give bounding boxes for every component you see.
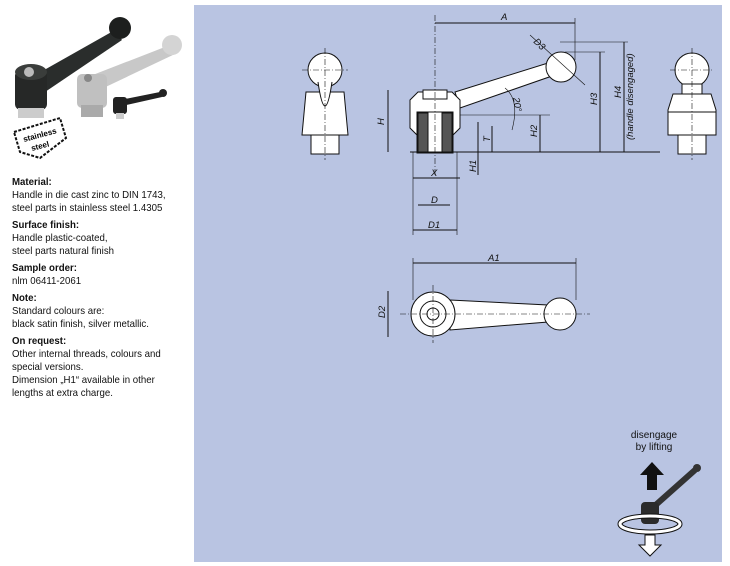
svg-text:D: D xyxy=(431,195,438,206)
hint-line-2: by lifting xyxy=(635,442,673,453)
product-photo: stainless steel xyxy=(12,17,182,160)
svg-text:H2: H2 xyxy=(529,124,540,137)
svg-text:20°: 20° xyxy=(510,96,524,113)
spec-text: steel parts natural finish xyxy=(12,245,115,257)
side-view-left xyxy=(301,48,349,160)
spec-text: Dimension „H1“ available in other xyxy=(12,374,155,386)
spec-text: steel parts in stainless steel 1.4305 xyxy=(12,202,163,214)
black-handle-photo xyxy=(15,17,131,118)
spec-heading: Sample order: xyxy=(12,262,77,274)
disengage-illustration xyxy=(617,462,701,557)
spec-text: Other internal threads, colours and xyxy=(12,348,161,360)
svg-text:D1: D1 xyxy=(428,220,440,231)
spec-text: lengths at extra charge. xyxy=(12,387,113,399)
lift-arrow-icon xyxy=(640,462,664,490)
svg-text:X: X xyxy=(430,168,438,179)
svg-text:(handle disengaged): (handle disengaged) xyxy=(625,53,636,140)
disengage-hint: disengage by lifting xyxy=(604,430,704,454)
svg-text:H4: H4 xyxy=(613,86,624,98)
spec-heading: Note: xyxy=(12,292,37,304)
down-arrow-icon xyxy=(637,534,663,557)
front-view xyxy=(387,15,660,235)
hint-line-1: disengage xyxy=(630,430,678,441)
top-view xyxy=(387,258,590,343)
silver-handle-photo xyxy=(77,35,182,117)
spec-text: Handle in die cast zinc to DIN 1743, xyxy=(12,189,166,201)
spec-heading: On request: xyxy=(12,335,67,347)
spec-text: special versions. xyxy=(12,361,84,373)
svg-text:H1: H1 xyxy=(468,160,479,172)
side-view-right xyxy=(667,48,717,160)
svg-text:A1: A1 xyxy=(487,253,500,264)
svg-text:A: A xyxy=(500,12,507,23)
spec-text: nlm 06411-2061 xyxy=(12,275,82,287)
specifications: Material:Handle in die cast zinc to DIN … xyxy=(12,172,176,400)
spec-heading: Material: xyxy=(12,176,52,188)
spec-text: Handle plastic-coated, xyxy=(12,232,108,244)
small-handle-photo xyxy=(113,89,167,119)
dimension-labels: A D3 H H2 H3 H4 (handle disengaged) T H1… xyxy=(376,12,636,318)
technical-drawing: A D3 H H2 H3 H4 (handle disengaged) T H1… xyxy=(301,12,717,557)
svg-text:H3: H3 xyxy=(589,92,600,105)
stainless-steel-badge: stainless steel xyxy=(12,116,68,160)
svg-text:T: T xyxy=(482,135,493,142)
svg-text:D2: D2 xyxy=(377,305,388,318)
svg-text:D3: D3 xyxy=(531,36,548,53)
spec-heading: Surface finish: xyxy=(12,219,80,231)
spec-text: Standard colours are: xyxy=(12,305,105,317)
technical-drawing-panel: A D3 H H2 H3 H4 (handle disengaged) T H1… xyxy=(194,5,722,562)
svg-text:H: H xyxy=(376,118,387,125)
spec-text: black satin finish, silver metallic. xyxy=(12,318,149,330)
